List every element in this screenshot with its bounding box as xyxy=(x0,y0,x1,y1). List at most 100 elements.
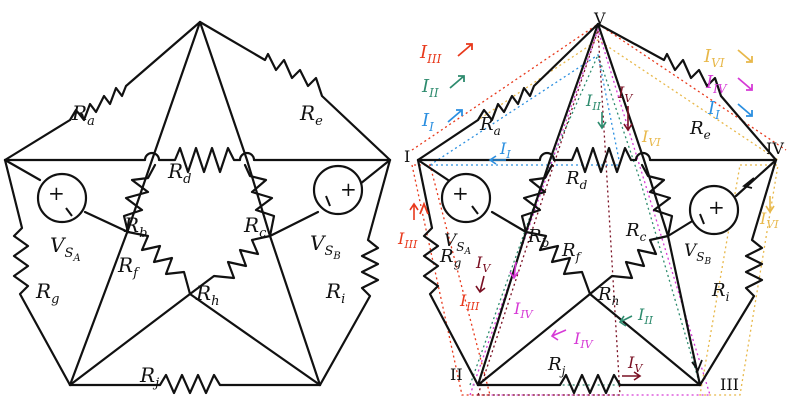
left-resistor-rf xyxy=(126,230,192,296)
label-rc: Rc xyxy=(243,213,267,241)
arrow-icon xyxy=(765,196,775,214)
label-ri: Ri xyxy=(325,279,345,307)
arrow-icon xyxy=(475,275,486,294)
arrow-icon xyxy=(737,103,753,117)
label-rg: Rg xyxy=(35,279,59,307)
right-resistor-ri xyxy=(698,158,778,387)
inner-current-10: IV xyxy=(627,353,643,375)
left-resistor-ri xyxy=(318,158,392,387)
arrow-icon xyxy=(449,75,465,89)
left-source-vsb: + xyxy=(312,164,364,216)
inner-current-4: IIII xyxy=(397,229,418,251)
right-label-ra: Ra xyxy=(479,114,501,138)
node-iii: III xyxy=(720,375,739,394)
right-label-vsb: VSB xyxy=(684,241,712,267)
left-source-vsa: + xyxy=(36,172,88,224)
left-resistor-rh xyxy=(188,234,272,296)
arrow-icon xyxy=(737,49,753,63)
svg-text:+: + xyxy=(708,195,725,219)
right-label-rc: Rc xyxy=(625,220,647,244)
right-label-rj: Rj xyxy=(547,354,566,378)
arrow-icon xyxy=(618,315,633,327)
inner-current-8: IIV xyxy=(573,329,594,351)
right-label-vsa: VSA xyxy=(444,231,472,257)
label-re: Re xyxy=(299,101,323,129)
right-label-rf: Rf xyxy=(561,240,583,264)
arrow-icon xyxy=(457,43,473,57)
current-ii-label: III xyxy=(421,76,439,100)
arrow-icon xyxy=(742,177,755,189)
node-v: V xyxy=(593,9,606,28)
right-wires xyxy=(416,22,778,395)
inner-currents: III IV IVI II IIII IV IIII IIV IIV III I… xyxy=(397,83,779,381)
arrow-icon xyxy=(419,201,429,215)
right-resistor-rh xyxy=(588,234,670,296)
right-source-vsa: + xyxy=(440,172,492,224)
right-circuit: + + V I IV II III Ra Re Rd Rb Rc Rf Rh R… xyxy=(397,9,787,396)
inner-current-11: IVI xyxy=(759,209,779,231)
right-label-rh: Rh xyxy=(597,284,619,308)
current-iv-label: IIV xyxy=(705,72,728,96)
arrow-icon xyxy=(737,77,753,91)
right-label-rd: Rd xyxy=(565,168,588,192)
left-resistor-rc xyxy=(243,163,276,238)
right-resistor-rb xyxy=(520,163,554,234)
left-circuit: + + Ra Re Rd Rb Rc Rf Rh Rg Ri Rj VSA VS… xyxy=(3,20,392,395)
label-vsa: VSA xyxy=(50,233,81,264)
current-legend-right: IVI IIV II xyxy=(703,46,753,122)
current-vi-label: IVI xyxy=(703,46,725,70)
label-rf: Rf xyxy=(117,253,140,281)
left-labels: Ra Re Rd Rb Rc Rf Rh Rg Ri Rj VSA VSB xyxy=(35,101,345,391)
node-i: I xyxy=(404,147,410,166)
arrow-icon xyxy=(691,359,703,372)
node-labels: V I IV II III xyxy=(404,9,784,394)
label-rb: Rb xyxy=(123,213,147,241)
inner-current-6: IIII xyxy=(459,291,480,313)
label-rh: Rh xyxy=(195,281,219,309)
label-rd: Rd xyxy=(167,159,191,187)
right-label-rb: Rb xyxy=(527,226,549,250)
left-resistor-rg xyxy=(3,158,72,387)
current-i-label: II xyxy=(421,110,434,134)
label-vsb: VSB xyxy=(310,231,341,262)
left-resistor-rb xyxy=(122,163,157,234)
right-resistor-rd xyxy=(416,146,778,174)
inner-current-7: IIV xyxy=(513,299,534,321)
inner-current-5: IV xyxy=(475,253,491,275)
svg-text:+: + xyxy=(48,181,65,205)
right-resistor-re xyxy=(596,22,778,162)
left-resistor-re xyxy=(198,20,392,162)
left-resistor-rj xyxy=(68,373,322,395)
left-resistor-rd xyxy=(3,146,392,174)
left-resistor-ra xyxy=(3,20,202,162)
node-iv: IV xyxy=(766,139,784,158)
inner-current-9: III xyxy=(637,305,654,327)
wire-direction-arrows xyxy=(419,177,755,372)
inner-current-1: IV xyxy=(617,83,633,105)
right-label-ri: Ri xyxy=(711,280,730,304)
right-resistor-rg xyxy=(416,158,480,387)
arrow-icon xyxy=(550,329,567,341)
right-resistor-rc xyxy=(640,163,674,238)
arrow-icon xyxy=(488,155,506,165)
arrow-icon xyxy=(509,261,519,280)
current-i-right-label: II xyxy=(707,98,720,122)
current-legend-left: IIII III II xyxy=(419,42,473,134)
left-outer-wires xyxy=(3,20,392,395)
arrow-icon xyxy=(597,112,607,130)
right-label-re: Re xyxy=(689,118,711,142)
inner-current-3: II xyxy=(499,139,511,161)
arrow-icon xyxy=(623,106,633,132)
arrow-icon xyxy=(447,109,463,123)
inner-current-2: IVI xyxy=(641,127,661,149)
right-resistor-rf xyxy=(524,230,592,296)
label-ra: Ra xyxy=(71,101,95,129)
arrow-icon xyxy=(622,371,642,381)
right-resistor-rj xyxy=(476,373,702,395)
right-resistor-ra xyxy=(416,22,600,162)
label-rj: Rj xyxy=(139,363,159,391)
current-iii-label: IIII xyxy=(419,42,442,66)
svg-text:+: + xyxy=(452,181,469,205)
right-labels: Ra Re Rd Rb Rc Rf Rh Rg Ri Rj VSA VSB xyxy=(439,114,730,378)
